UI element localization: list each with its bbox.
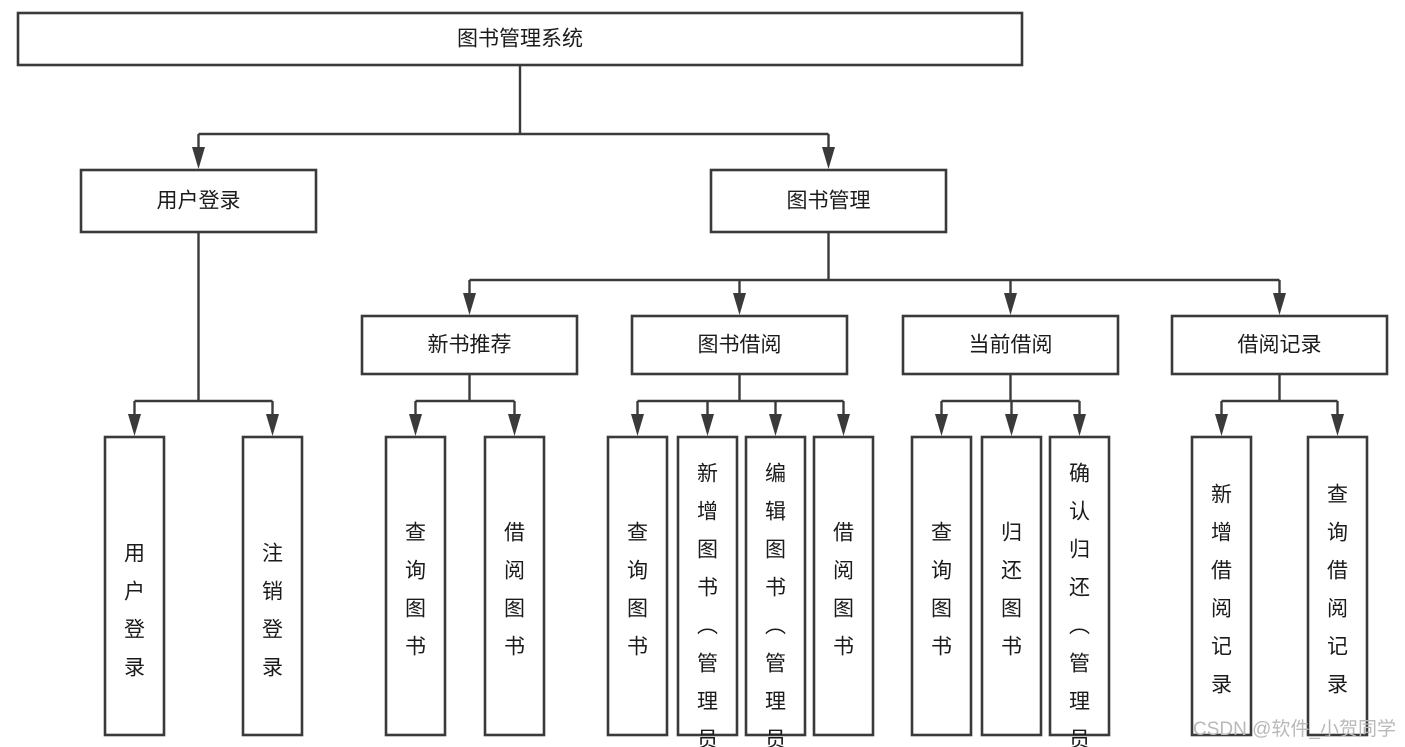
node-box bbox=[483, 435, 546, 737]
node-label: 用户登录 bbox=[124, 543, 145, 680]
node-label: 图书管理 bbox=[787, 190, 871, 213]
node-leaf-cur-return[interactable]: 归还图书 bbox=[980, 435, 1043, 737]
node-label: 查询图书 bbox=[405, 522, 426, 659]
node-box bbox=[910, 435, 973, 737]
node-leaf-nb-query[interactable]: 查询图书 bbox=[384, 435, 447, 737]
node-leaf-bb-query[interactable]: 查询图书 bbox=[606, 435, 669, 737]
node-l3-current[interactable]: 当前借阅 bbox=[901, 314, 1120, 376]
node-leaf-cur-query[interactable]: 查询图书 bbox=[910, 435, 973, 737]
node-box bbox=[79, 168, 318, 234]
node-leaf-bb-borrow[interactable]: 借阅图书 bbox=[812, 435, 875, 737]
node-box bbox=[1048, 435, 1111, 737]
node-box bbox=[384, 435, 447, 737]
node-leaf-rec-add[interactable]: 新增借阅记录 bbox=[1190, 435, 1253, 737]
node-box bbox=[676, 435, 739, 737]
node-box bbox=[241, 435, 304, 737]
csdn-watermark: CSDN @软件_小贺同学 bbox=[1193, 718, 1396, 740]
node-box bbox=[16, 11, 1024, 67]
connector-layer bbox=[128, 65, 1344, 436]
node-l3-new-book[interactable]: 新书推荐 bbox=[360, 314, 579, 376]
node-root[interactable]: 图书管理系统 bbox=[16, 11, 1024, 67]
node-label: 借阅图书 bbox=[504, 522, 525, 659]
node-box bbox=[360, 314, 579, 376]
node-label: 查询借阅记录 bbox=[1327, 484, 1348, 697]
node-leaf-user-logout[interactable]: 注销登录 bbox=[241, 435, 304, 737]
node-label: 编辑图书︵管理员︶ bbox=[765, 463, 786, 747]
node-label: 新增借阅记录 bbox=[1211, 484, 1232, 697]
node-leaf-nb-borrow[interactable]: 借阅图书 bbox=[483, 435, 546, 737]
node-layer: 图书管理系统用户登录图书管理新书推荐图书借阅当前借阅借阅记录用户登录注销登录查询… bbox=[16, 11, 1389, 747]
node-label: 新增图书︵管理员︶ bbox=[697, 463, 718, 747]
node-l2-user-login[interactable]: 用户登录 bbox=[79, 168, 318, 234]
node-label: 借阅图书 bbox=[833, 522, 854, 659]
node-box bbox=[901, 314, 1120, 376]
node-label: 归还图书 bbox=[1001, 522, 1022, 659]
node-label: 查询图书 bbox=[931, 522, 952, 659]
node-label: 新书推荐 bbox=[428, 334, 512, 357]
node-label: 图书借阅 bbox=[698, 334, 782, 357]
node-box bbox=[606, 435, 669, 737]
node-label: 查询图书 bbox=[627, 522, 648, 659]
node-label: 用户登录 bbox=[157, 190, 241, 213]
node-box bbox=[103, 435, 166, 737]
node-l2-book-manage[interactable]: 图书管理 bbox=[709, 168, 948, 234]
node-label: 确认归还︵管理员︶ bbox=[1069, 463, 1090, 747]
node-l3-borrow[interactable]: 图书借阅 bbox=[630, 314, 849, 376]
node-leaf-rec-query[interactable]: 查询借阅记录 bbox=[1306, 435, 1369, 737]
node-leaf-bb-add[interactable]: 新增图书︵管理员︶ bbox=[676, 435, 739, 747]
node-box bbox=[1170, 314, 1389, 376]
node-box bbox=[1306, 435, 1369, 737]
node-leaf-bb-edit[interactable]: 编辑图书︵管理员︶ bbox=[744, 435, 807, 747]
node-leaf-user-login[interactable]: 用户登录 bbox=[103, 435, 166, 737]
node-box bbox=[744, 435, 807, 737]
node-box bbox=[630, 314, 849, 376]
node-box bbox=[812, 435, 875, 737]
node-box bbox=[709, 168, 948, 234]
node-label: 注销登录 bbox=[262, 543, 283, 680]
node-box bbox=[1190, 435, 1253, 737]
node-label: 当前借阅 bbox=[969, 334, 1053, 357]
node-label: 借阅记录 bbox=[1238, 334, 1322, 357]
node-box bbox=[980, 435, 1043, 737]
node-l3-record[interactable]: 借阅记录 bbox=[1170, 314, 1389, 376]
node-leaf-cur-confirm[interactable]: 确认归还︵管理员︶ bbox=[1048, 435, 1111, 747]
node-label: 图书管理系统 bbox=[457, 28, 583, 51]
